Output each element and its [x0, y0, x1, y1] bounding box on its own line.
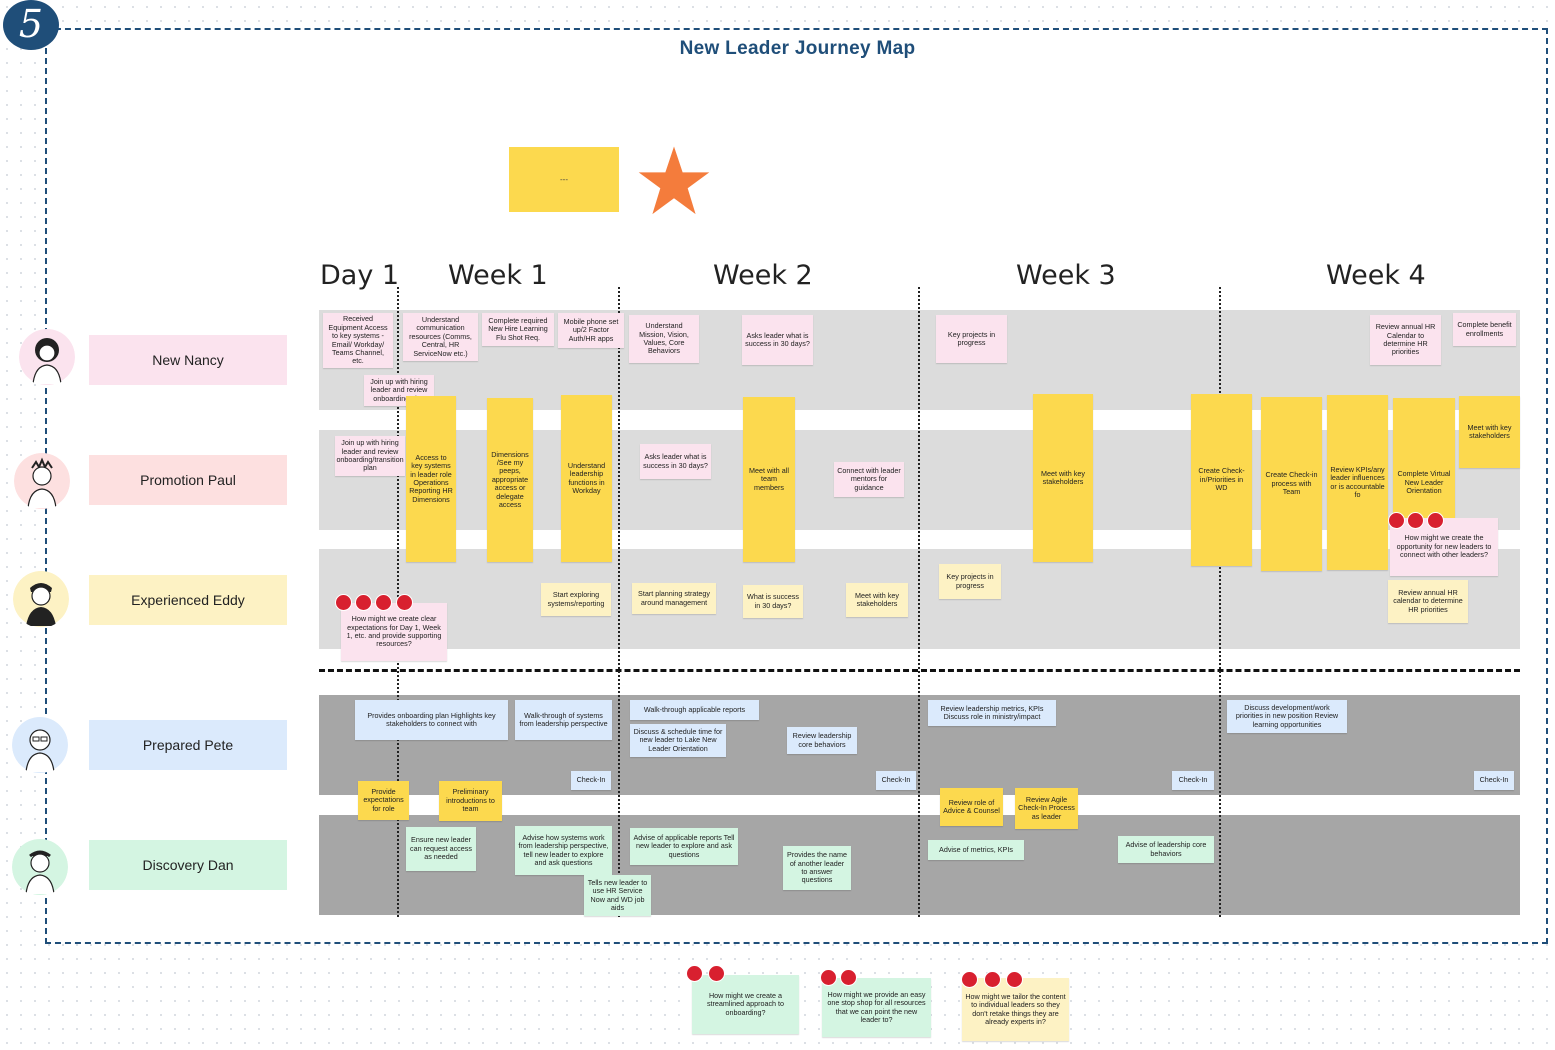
vote-dot: [335, 594, 352, 611]
phase-day-1: Day 1: [320, 260, 400, 291]
sticky-note[interactable]: Advise of leadership core behaviors: [1118, 836, 1214, 863]
vote-dot: [1407, 512, 1424, 529]
phase-divider: [918, 287, 920, 917]
avatar-experienced-eddy: [13, 571, 69, 627]
sticky-note[interactable]: Meet with all team members: [743, 397, 795, 562]
sticky-note[interactable]: Received Equipment Access to key systems…: [323, 313, 393, 368]
sticky-note[interactable]: Create Check-in/Priorities in WD: [1191, 394, 1252, 566]
persona-new-nancy: New Nancy: [89, 335, 287, 385]
sticky-note[interactable]: Review annual HR Calendar to determine H…: [1370, 315, 1441, 365]
vote-dot: [708, 965, 725, 982]
page-title: New Leader Journey Map: [679, 38, 916, 59]
sticky-note[interactable]: Join up with hiring leader and review on…: [335, 436, 405, 476]
vote-dot: [1006, 971, 1023, 988]
check-in-note[interactable]: Check-In: [1172, 771, 1214, 790]
step-badge: 5: [3, 0, 59, 50]
vote-dot: [686, 965, 703, 982]
sticky-note[interactable]: Tells new leader to use HR Service Now a…: [584, 875, 651, 916]
sticky-note[interactable]: Advise of applicable reports Tell new le…: [630, 828, 738, 865]
avatar-discovery-dan: [12, 839, 68, 895]
hmw-sticky-note[interactable]: How might we provide an easy one stop sh…: [822, 978, 931, 1037]
sticky-note[interactable]: Review leadership core behaviors: [787, 727, 857, 754]
vote-dot: [355, 594, 372, 611]
sticky-note[interactable]: Walk-through applicable reports: [630, 700, 759, 720]
sticky-note[interactable]: Review annual HR calendar to determine H…: [1388, 580, 1468, 623]
sticky-note[interactable]: Asks leader what is success in 30 days?: [742, 315, 813, 365]
sticky-note[interactable]: Review role of Advice & Counsel: [940, 788, 1003, 826]
phase-week-4: Week 4: [1326, 260, 1426, 291]
sticky-note[interactable]: Dimensions /See my peeps, appropriate ac…: [487, 398, 533, 562]
vote-dot: [840, 969, 857, 986]
sticky-note[interactable]: Review KPIs/any leader influences or is …: [1327, 395, 1388, 570]
sticky-note[interactable]: Complete required New Hire Learning Flu …: [482, 313, 554, 346]
persona-prepared-pete: Prepared Pete: [89, 720, 287, 770]
sticky-note[interactable]: Key projects in progress: [939, 564, 1001, 599]
sticky-note[interactable]: Understand Mission, Vision, Values, Core…: [629, 315, 699, 363]
sticky-note[interactable]: Meet with key stakeholders: [1033, 394, 1093, 562]
vote-dot: [1427, 512, 1444, 529]
phase-week-2: Week 2: [713, 260, 813, 291]
sticky-note[interactable]: Walk-through of systems from leadership …: [515, 700, 612, 740]
sticky-note[interactable]: Understand leadership functions in Workd…: [561, 395, 612, 562]
sticky-note[interactable]: What is success in 30 days?: [743, 585, 803, 618]
sticky-note[interactable]: Discuss & schedule time for new leader t…: [630, 724, 726, 757]
phase-divider: [1219, 287, 1221, 917]
sticky-note[interactable]: Asks leader what is success in 30 days?: [640, 444, 711, 479]
persona-promotion-paul: Promotion Paul: [89, 455, 287, 505]
sticky-note[interactable]: Key projects in progress: [936, 315, 1007, 363]
legend-sticky-note[interactable]: ---: [509, 147, 619, 212]
check-in-note[interactable]: Check-In: [1474, 771, 1514, 790]
sticky-note[interactable]: Review leadership metrics, KPIs Discuss …: [928, 700, 1056, 726]
sticky-note[interactable]: Preliminary introductions to team: [439, 781, 502, 821]
avatar-promotion-paul: [14, 453, 70, 509]
star-icon: [638, 146, 710, 215]
sticky-note[interactable]: Meet with key stakeholders: [846, 583, 908, 617]
persona-experienced-eddy: Experienced Eddy: [89, 575, 287, 625]
sticky-note[interactable]: Start exploring systems/reporting: [541, 583, 611, 616]
sticky-note[interactable]: Meet with key stakeholders: [1459, 396, 1520, 468]
check-in-note[interactable]: Check-In: [876, 771, 916, 790]
phase-week-1: Week 1: [448, 260, 548, 291]
vote-dot: [820, 969, 837, 986]
vote-dot: [961, 971, 978, 988]
sticky-note[interactable]: Mobile phone set up/2 Factor Auth/HR app…: [558, 313, 624, 348]
sticky-note[interactable]: Provides the name of another leader to a…: [783, 846, 851, 890]
sticky-note[interactable]: Complete benefit enrollments: [1453, 313, 1516, 346]
sticky-note[interactable]: Join up with hiring leader and review on…: [364, 375, 434, 406]
check-in-note[interactable]: Check-In: [571, 771, 611, 790]
vote-dot: [396, 594, 413, 611]
vote-dot: [375, 594, 392, 611]
hmw-sticky-note[interactable]: How might we tailor the content to indiv…: [962, 978, 1069, 1041]
hmw-sticky-note[interactable]: How might we create the opportunity for …: [1390, 518, 1498, 576]
avatar-new-nancy: [19, 329, 75, 385]
persona-discovery-dan: Discovery Dan: [89, 840, 287, 890]
sticky-note[interactable]: Start planning strategy around managemen…: [632, 583, 716, 614]
sticky-note[interactable]: Advise how systems work from leadership …: [515, 826, 612, 875]
sticky-note[interactable]: Review Agile Check-In Process as leader: [1015, 788, 1078, 829]
sticky-note[interactable]: Discuss development/work priorities in n…: [1227, 700, 1347, 733]
vote-dot: [1388, 512, 1405, 529]
sticky-note[interactable]: Advise of metrics, KPIs: [928, 840, 1024, 860]
avatar-prepared-pete: [12, 717, 68, 773]
phase-week-3: Week 3: [1016, 260, 1116, 291]
phase-divider: [618, 287, 620, 917]
sticky-note[interactable]: Create Check-in process with Team: [1261, 397, 1322, 571]
sticky-note[interactable]: Connect with leader mentors for guidance: [834, 462, 904, 497]
sticky-note[interactable]: Access to key systems in leader role Ope…: [406, 396, 456, 562]
hmw-sticky-note[interactable]: How might we create clear expectations f…: [341, 603, 447, 661]
sticky-note[interactable]: Provide expectations for role: [358, 781, 409, 820]
sticky-note[interactable]: Understand communication resources (Comm…: [403, 313, 478, 361]
sticky-note[interactable]: Provides onboarding plan Highlights key …: [355, 700, 508, 740]
sticky-note[interactable]: Ensure new leader can request access as …: [406, 827, 476, 871]
hmw-sticky-note[interactable]: How might we create a streamlined approa…: [692, 975, 799, 1034]
vote-dot: [984, 971, 1001, 988]
